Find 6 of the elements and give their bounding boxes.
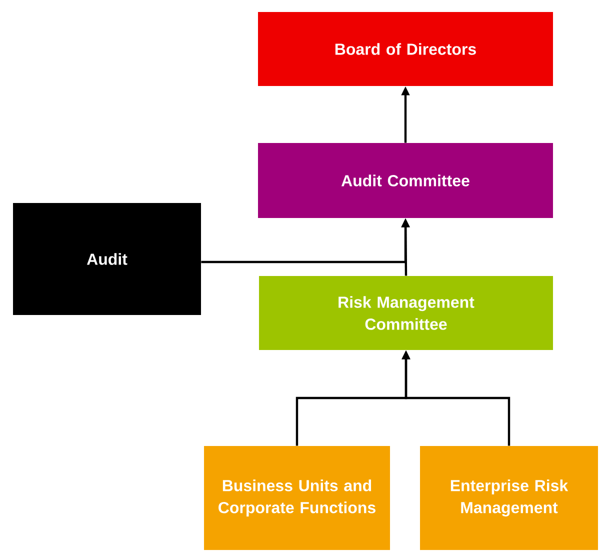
org-box: Audit Committee bbox=[258, 143, 553, 218]
org-box: Board of Directors bbox=[258, 12, 553, 86]
org-box: Audit bbox=[13, 203, 201, 315]
org-box: Business Units and Corporate Functions bbox=[204, 446, 390, 550]
org-box: Enterprise Risk Management bbox=[420, 446, 598, 550]
org-box: Risk Management Committee bbox=[259, 276, 553, 350]
